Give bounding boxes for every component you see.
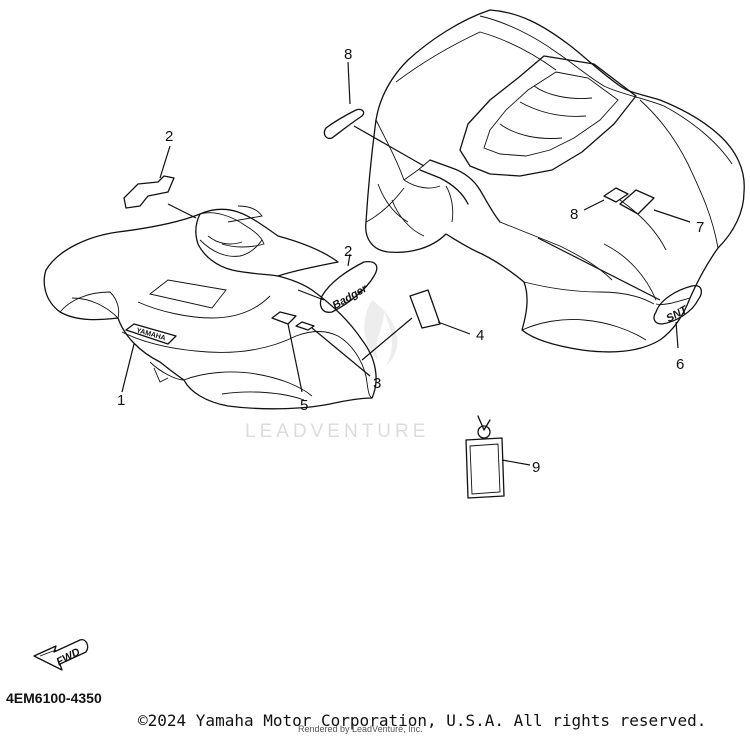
watermark-flame-icon <box>364 300 398 366</box>
callout-6: 6 <box>676 356 684 373</box>
callout-8-rear: 8 <box>570 206 578 223</box>
callout-7: 7 <box>696 219 704 236</box>
yamaha-decal: YAMAHA <box>125 323 177 345</box>
decal-part-8-rear <box>603 187 629 203</box>
decal-part-4 <box>409 289 441 329</box>
decal-part-3 <box>295 321 315 331</box>
callouts: 1 2 2 3 4 5 6 7 8 8 9 <box>117 46 704 476</box>
copyright-notice: ©2024 Yamaha Motor Corporation, U.S.A. A… <box>138 711 707 730</box>
decal-part-2-upper <box>123 175 175 209</box>
callout-2-upper: 2 <box>165 128 173 145</box>
decal-part-8-strip <box>323 108 365 140</box>
callout-1: 1 <box>117 392 125 409</box>
decal-part-7 <box>619 189 655 215</box>
front-fender: YAMAHA Badger <box>43 205 378 410</box>
callout-2-badge: 2 <box>344 243 352 260</box>
rear-fender: SNT <box>365 9 745 353</box>
callout-4: 4 <box>476 327 484 344</box>
tag-part-9 <box>465 415 505 499</box>
watermark-text: LEADVENTURE <box>245 421 429 442</box>
snt-badge: SNT <box>653 285 703 325</box>
callout-3: 3 <box>373 375 381 392</box>
part-code: 4EM6100-4350 <box>6 690 102 706</box>
rendered-by-note: Rendered by LeadVenture, Inc. <box>298 724 423 734</box>
badger-badge: Badger <box>319 260 378 313</box>
leader-lines <box>121 61 691 466</box>
watermark: LEADVENTURE <box>245 300 429 442</box>
callout-8-top: 8 <box>344 46 352 63</box>
fwd-arrow-icon: FWD <box>33 639 89 671</box>
callout-9: 9 <box>532 459 540 476</box>
badger-badge-text: Badger <box>330 282 369 312</box>
decal-part-5 <box>271 311 297 325</box>
callout-5: 5 <box>300 397 308 414</box>
